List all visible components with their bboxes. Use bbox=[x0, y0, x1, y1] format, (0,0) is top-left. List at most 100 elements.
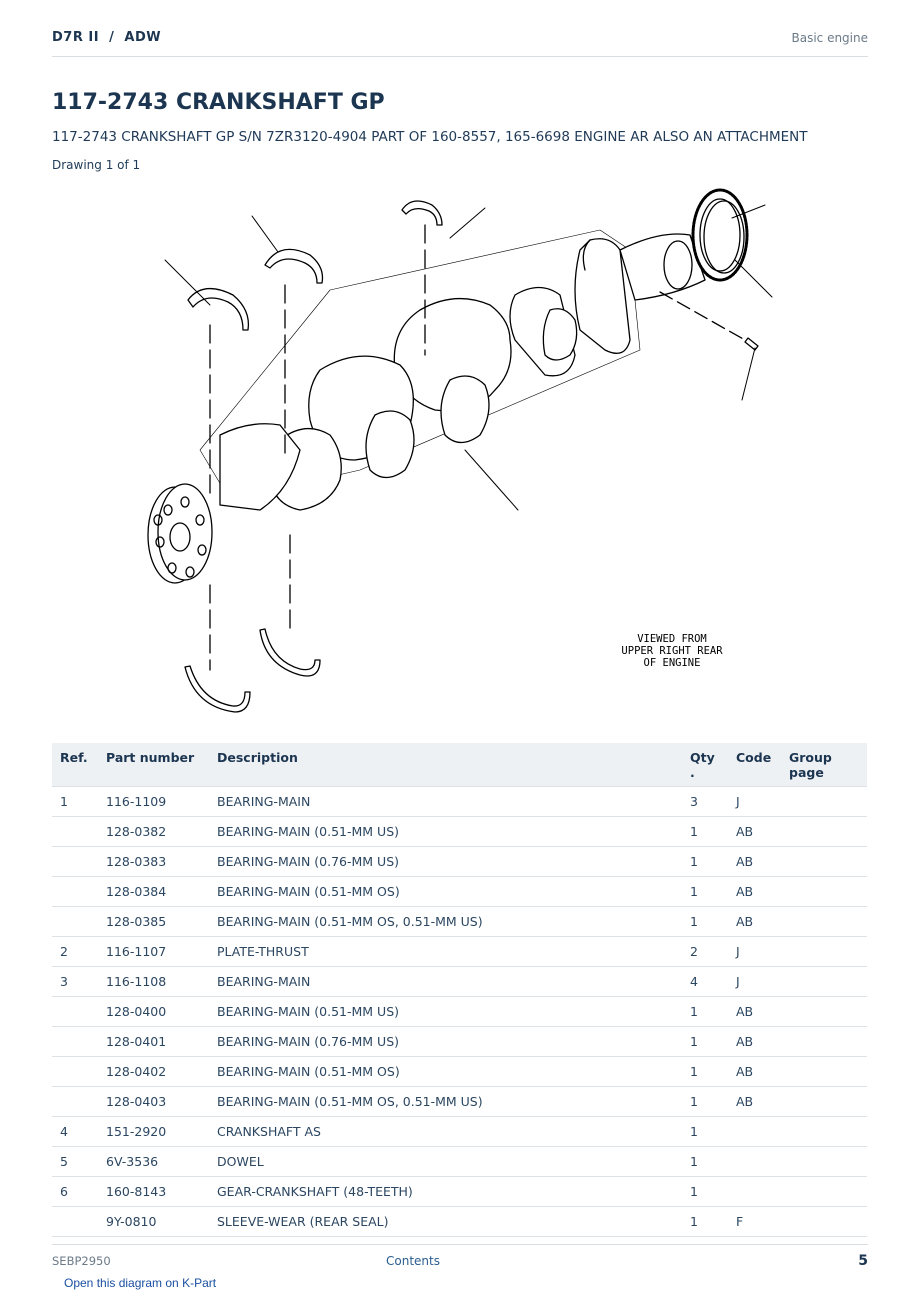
group-page-cell bbox=[781, 966, 867, 997]
description-cell: BEARING-MAIN (0.51-MM OS) bbox=[209, 1056, 682, 1087]
description-cell: BEARING-MAIN (0.51-MM OS, 0.51-MM US) bbox=[209, 906, 682, 937]
crankshaft-body bbox=[147, 229, 706, 584]
part-number-cell: 128-0400 bbox=[98, 996, 209, 1027]
document-id: SEBP2950 bbox=[52, 1254, 111, 1268]
col-qty-header: Qty . bbox=[682, 743, 728, 787]
view-note-line-2: UPPER RIGHT REAR bbox=[621, 645, 723, 657]
group-page-cell bbox=[781, 1176, 867, 1207]
col-description-header: Description bbox=[209, 743, 682, 787]
code-cell: AB bbox=[728, 816, 781, 847]
code-cell: AB bbox=[728, 996, 781, 1027]
qty-cell: 1 bbox=[682, 816, 728, 847]
description-cell: BEARING-MAIN (0.51-MM OS) bbox=[209, 876, 682, 907]
dowel bbox=[659, 291, 759, 351]
group-page-cell bbox=[781, 1116, 867, 1147]
ref-cell bbox=[52, 906, 98, 937]
bearing-shells bbox=[184, 200, 443, 713]
group-page-cell bbox=[781, 786, 867, 817]
description-cell: BEARING-MAIN (0.51-MM US) bbox=[209, 996, 682, 1027]
description-cell: BEARING-MAIN (0.76-MM US) bbox=[209, 846, 682, 877]
leader-lines bbox=[164, 204, 773, 511]
part-number-cell: 9Y-0810 bbox=[98, 1206, 209, 1237]
group-page-cell bbox=[781, 1146, 867, 1177]
part-number-cell: 6V-3536 bbox=[98, 1146, 209, 1177]
part-number-cell: 128-0402 bbox=[98, 1056, 209, 1087]
drawing-label: Drawing 1 of 1 bbox=[52, 158, 141, 172]
group-page-cell bbox=[781, 1056, 867, 1087]
page-subtitle: 117-2743 CRANKSHAFT GP S/N 7ZR3120-4904 … bbox=[52, 129, 808, 145]
qty-cell: 1 bbox=[682, 906, 728, 937]
page-header: D7R II / ADW Basic engine bbox=[52, 28, 868, 57]
part-number-cell: 116-1107 bbox=[98, 936, 209, 967]
part-number-cell: 151-2920 bbox=[98, 1116, 209, 1147]
group-page-cell bbox=[781, 846, 867, 877]
ref-cell bbox=[52, 846, 98, 877]
group-page-cell bbox=[781, 816, 867, 847]
view-note-line-1: VIEWED FROM bbox=[637, 633, 707, 645]
description-cell: BEARING-MAIN bbox=[209, 786, 682, 817]
col-code-header: Code bbox=[728, 743, 781, 787]
part-number-cell: 128-0384 bbox=[98, 876, 209, 907]
qty-cell: 1 bbox=[682, 1176, 728, 1207]
parts-table: Ref. Part number Description Qty . Code … bbox=[52, 743, 867, 1237]
description-cell: PLATE-THRUST bbox=[209, 936, 682, 967]
qty-cell: 1 bbox=[682, 1116, 728, 1147]
qty-cell: 3 bbox=[682, 786, 728, 817]
code-cell bbox=[728, 1116, 781, 1147]
crankshaft-gear bbox=[691, 188, 749, 282]
description-cell: DOWEL bbox=[209, 1146, 682, 1177]
page-number: 5 bbox=[858, 1253, 868, 1269]
qty-cell: 1 bbox=[682, 1206, 728, 1237]
code-cell: J bbox=[728, 966, 781, 997]
ref-cell bbox=[52, 996, 98, 1027]
ref-cell: 5 bbox=[52, 1146, 98, 1177]
qty-cell: 1 bbox=[682, 996, 728, 1027]
parts-table-header: Ref. Part number Description Qty . Code … bbox=[52, 743, 867, 787]
code-cell: J bbox=[728, 936, 781, 967]
group-page-cell bbox=[781, 996, 867, 1027]
page-title: 117-2743 CRANKSHAFT GP bbox=[52, 90, 385, 115]
ref-cell bbox=[52, 1056, 98, 1087]
crankshaft-exploded-drawing: VIEWED FROM UPPER RIGHT REAR OF ENGINE bbox=[147, 188, 773, 713]
qty-cell: 1 bbox=[682, 1026, 728, 1057]
code-cell bbox=[728, 1146, 781, 1177]
code-cell: F bbox=[728, 1206, 781, 1237]
qty-cell: 1 bbox=[682, 1146, 728, 1177]
qty-cell: 1 bbox=[682, 1056, 728, 1087]
ref-cell: 1 bbox=[52, 786, 98, 817]
page-footer: SEBP2950 Contents 5 bbox=[52, 1244, 868, 1275]
ref-cell: 2 bbox=[52, 936, 98, 967]
qty-cell: 1 bbox=[682, 876, 728, 907]
assembly-lines bbox=[209, 224, 426, 671]
code-cell: AB bbox=[728, 906, 781, 937]
col-group-page-header: Group page bbox=[781, 743, 867, 787]
group-page-cell bbox=[781, 876, 867, 907]
ref-cell: 3 bbox=[52, 966, 98, 997]
description-cell: BEARING-MAIN bbox=[209, 966, 682, 997]
part-number-cell: 128-0385 bbox=[98, 906, 209, 937]
qty-cell: 1 bbox=[682, 846, 728, 877]
model-breadcrumb: D7R II / ADW bbox=[52, 30, 162, 45]
section-label: Basic engine bbox=[791, 31, 868, 45]
view-note: VIEWED FROM UPPER RIGHT REAR OF ENGINE bbox=[621, 633, 723, 669]
group-page-cell bbox=[781, 1026, 867, 1057]
code-cell: AB bbox=[728, 1086, 781, 1117]
ref-cell bbox=[52, 1206, 98, 1237]
kpart-link[interactable]: Open this diagram on K-Part bbox=[64, 1276, 217, 1290]
group-page-cell bbox=[781, 906, 867, 937]
view-note-line-3: OF ENGINE bbox=[644, 657, 701, 669]
part-number-cell: 128-0403 bbox=[98, 1086, 209, 1117]
contents-link[interactable]: Contents bbox=[386, 1254, 440, 1268]
ref-cell bbox=[52, 876, 98, 907]
qty-cell: 1 bbox=[682, 1086, 728, 1117]
